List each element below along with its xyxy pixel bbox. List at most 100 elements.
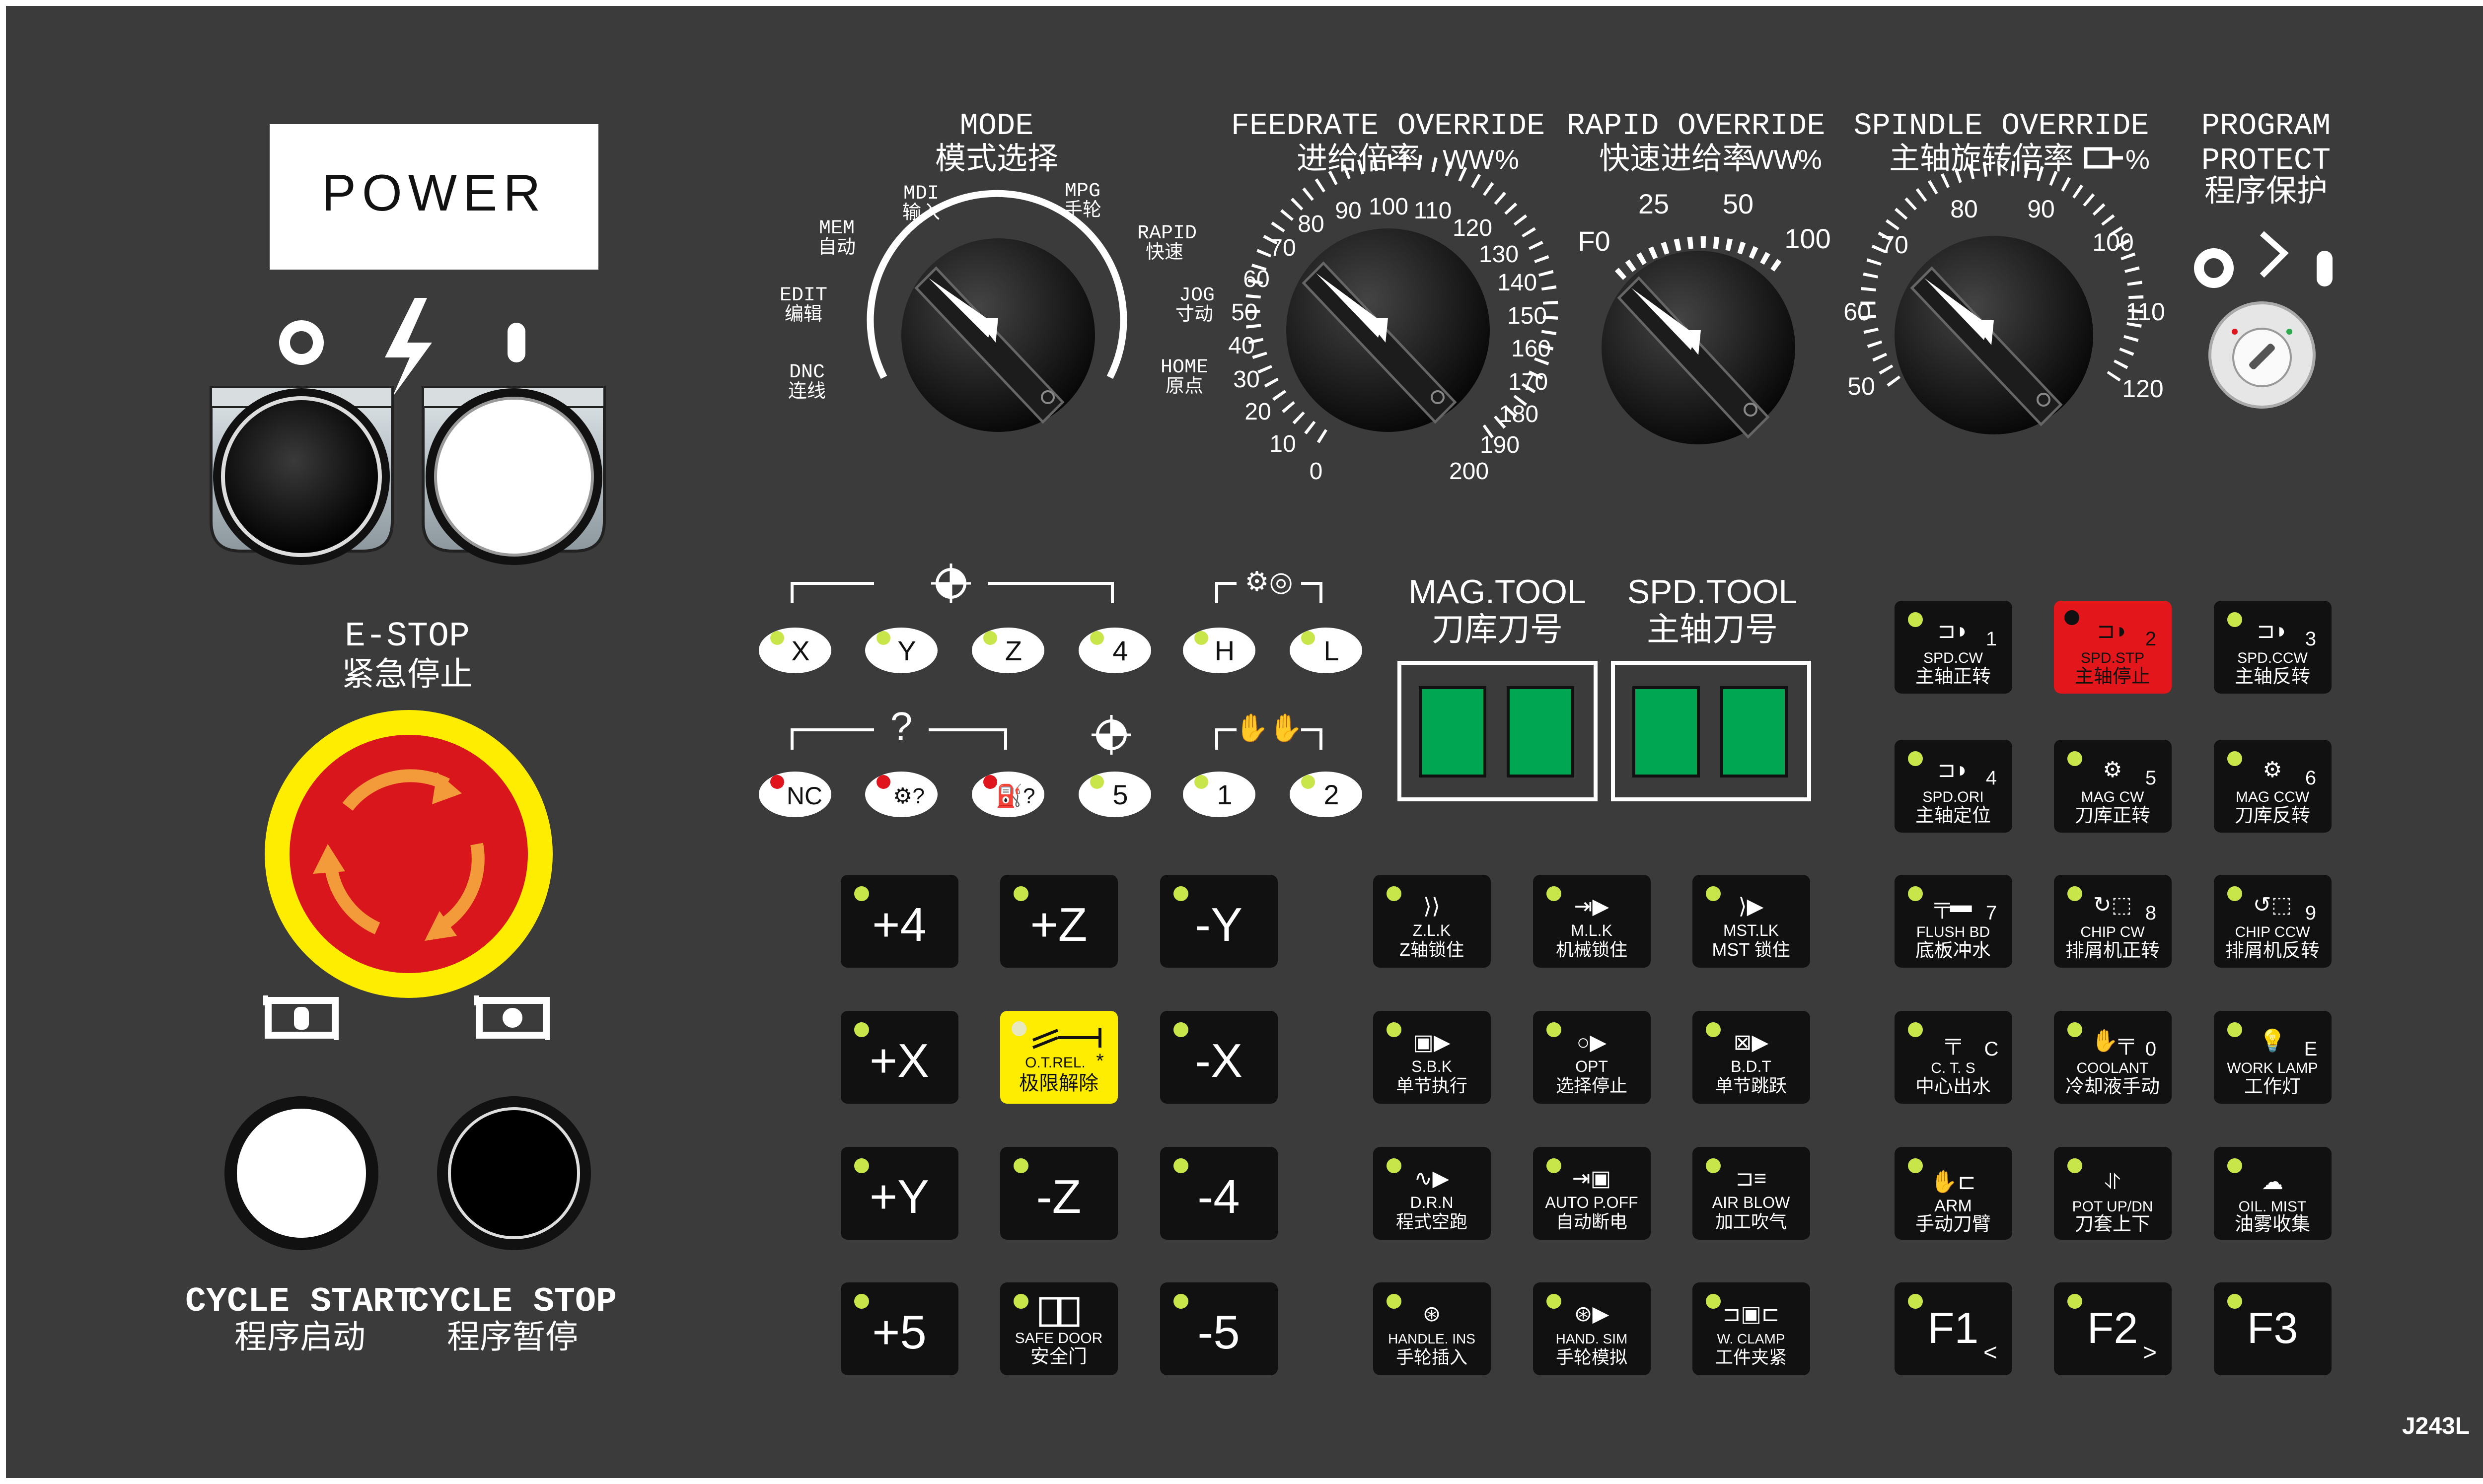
svg-text:主轴定位: 主轴定位 [1915,805,1991,826]
feedrate-override-knob[interactable] [1286,228,1490,432]
estop-label-cn: 紧急停止 [342,655,473,692]
jog-plus-z-key[interactable]: +Z [1000,875,1118,968]
cycle-stop-button[interactable] [437,1096,591,1250]
svg-text:50: 50 [1231,299,1257,326]
svg-text:5: 5 [2145,767,2156,789]
svg-text:4: 4 [1986,767,1997,789]
jog-plus-5-key[interactable]: +5 [841,1282,958,1375]
handwheel-low-button[interactable]: L [1290,628,1362,673]
svg-text:AIR BLOW: AIR BLOW [1712,1194,1790,1211]
handwheel-1-button[interactable]: 1 [1183,772,1255,817]
spindle-dial-arc [1860,160,2144,387]
svg-text:120: 120 [1453,215,1492,241]
jog-minus-4-key[interactable]: -4 [1160,1147,1278,1240]
svg-text:40: 40 [1228,333,1254,359]
spindle-override-knob[interactable] [1895,236,2093,434]
axis-z-button[interactable]: Z [972,628,1044,673]
axis-x-button[interactable]: X [759,628,831,673]
cycle-start-label-cn: 程序启动 [234,1318,365,1355]
svg-text:4: 4 [1112,635,1128,666]
handwheel-high-button[interactable]: H [1183,628,1255,673]
svg-text:OPT: OPT [1575,1058,1608,1075]
power-off-button[interactable] [210,386,394,565]
svg-text:排屑机正转: 排屑机正转 [2065,940,2160,961]
rapid-title-en: RAPID OVERRIDE [1567,108,1826,143]
rapid-title-cn: 快速进给率 [1599,141,1753,176]
svg-text:F2: F2 [2087,1303,2138,1352]
spindle-orient-icon: ⊐◗ [1937,758,1969,782]
svg-text:O.T.REL.: O.T.REL. [1025,1055,1086,1071]
emergency-stop-button[interactable] [265,710,553,998]
rapid-unit: % [1798,144,1822,175]
svg-text:加工吹气: 加工吹气 [1715,1211,1787,1232]
cycle-start-button[interactable] [224,1096,378,1250]
svg-text:底板冲水: 底板冲水 [1915,940,1991,961]
axis-y-button[interactable]: Y [865,628,938,673]
svg-text:DNC: DNC [789,361,825,384]
f1-key[interactable]: F1< [1895,1282,2012,1375]
svg-text:60: 60 [1243,266,1269,292]
safe-door-key[interactable]: SAFE DOOR 安全门 [1000,1282,1118,1375]
mode-selector-knob[interactable] [901,238,1095,432]
jog-minus-z-key[interactable]: -Z [1000,1147,1118,1240]
svg-text:Z轴锁住: Z轴锁住 [1399,939,1464,960]
handwheel-2-button[interactable]: 2 [1290,772,1362,817]
f3-key[interactable]: F3 [2214,1282,2332,1375]
hand-sim-icon: ⊛▶ [1574,1302,1609,1326]
chip-conveyor-ccw-icon: ↺⬚ [2253,893,2292,917]
overtravel-release-key[interactable]: O.T.REL. * 极限解除 [1000,1011,1118,1104]
jog-minus-y-key[interactable]: -Y [1160,875,1278,968]
power-on-button[interactable] [422,386,606,565]
rapid-override-knob[interactable] [1602,251,1795,444]
f2-key[interactable]: F2> [2054,1282,2172,1375]
svg-text:机械锁住: 机械锁住 [1556,939,1627,960]
svg-text:Z: Z [1005,635,1022,666]
svg-text:1: 1 [1986,628,1997,650]
arm-icon: ✋⊏ [1930,1169,1976,1194]
jog-plus-y-key[interactable]: +Y [841,1147,958,1240]
program-protect-keyswitch[interactable] [2208,301,2316,409]
feedrate-wave-icon: WW [1443,144,1494,175]
mag-tool-title-en: MAG.TOOL [1408,573,1586,611]
spindle-icon [2084,147,2123,169]
jog-minus-x-key[interactable]: -X [1160,1011,1278,1104]
svg-text:极限解除: 极限解除 [1019,1072,1098,1094]
axis-5-button[interactable]: 5 [1079,772,1151,817]
svg-text:MAG CCW: MAG CCW [2236,789,2310,805]
jog-minus-5-key[interactable]: -5 [1160,1282,1278,1375]
coolant-icon: ✋╤ [2091,1028,2134,1055]
origin-icon-5 [1092,715,1131,755]
svg-text:自动: 自动 [818,237,856,258]
axis-4-button[interactable]: 4 [1079,628,1151,673]
jog-plus-4-key[interactable]: +4 [841,875,958,968]
jog-plus-x-key[interactable]: +X [841,1011,958,1104]
svg-text:快速: 快速 [1146,242,1183,263]
